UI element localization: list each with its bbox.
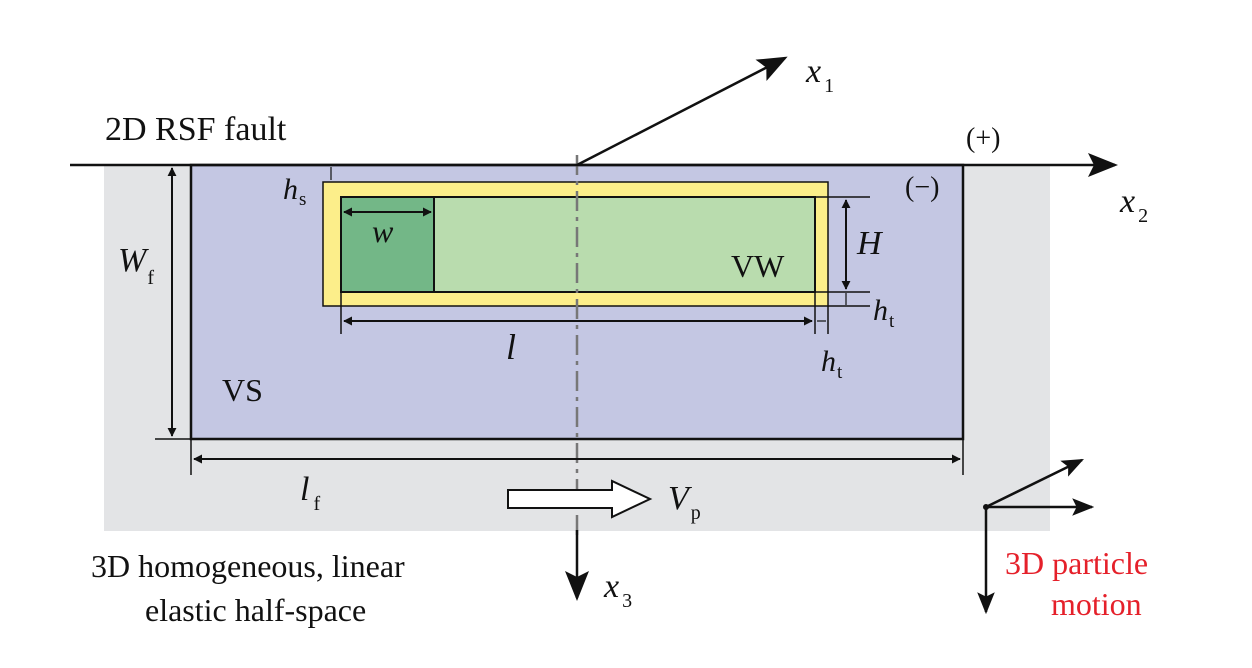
ht-label-bottom: ht xyxy=(821,345,843,383)
x1-axis xyxy=(576,56,788,167)
wf-label: Wf xyxy=(118,242,154,289)
vp-arrow xyxy=(507,479,653,519)
ht-label-right: ht xyxy=(873,294,895,332)
l-label: l xyxy=(506,327,516,367)
minus-side-label: (−) xyxy=(905,172,939,203)
halfspace-label-line2: elastic half-space xyxy=(145,592,366,628)
particle-motion-label-line1: 3D particle xyxy=(1005,545,1148,581)
vs-label: VS xyxy=(222,372,263,408)
halfspace-label-line1: 3D homogeneous, linear xyxy=(91,548,405,584)
H-label: H xyxy=(856,225,884,262)
plus-side-label: (+) xyxy=(966,123,1000,154)
vw-label: VW xyxy=(731,248,785,284)
particle-axis-diagonal xyxy=(985,458,1084,509)
w-label: w xyxy=(372,213,394,249)
particle-motion-label-line2: motion xyxy=(1051,586,1142,622)
hs-label: hs xyxy=(283,173,306,210)
fault-label: 2D RSF fault xyxy=(105,111,287,148)
particle-origin xyxy=(983,504,989,510)
